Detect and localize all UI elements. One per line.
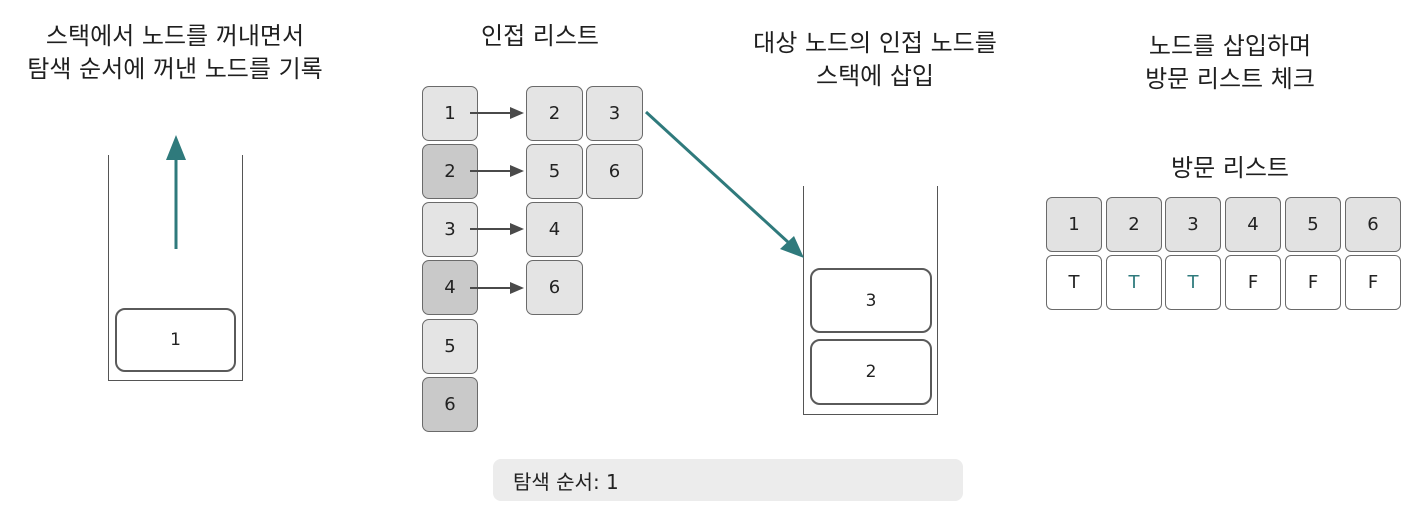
visit-node-3: 3 [1165,197,1221,252]
visit-node-1: 1 [1046,197,1102,252]
push-caption: 대상 노드의 인접 노드를 스택에 삽입 [720,27,1030,93]
neighbor-4-a: 6 [526,260,583,315]
visit-value-5: F [1285,255,1341,310]
adjacency-node-1: 1 [422,86,478,141]
push-caption-line-1: 대상 노드의 인접 노드를 [753,29,997,57]
right-stack-item-bottom: 2 [810,339,932,405]
neighbor-3-a: 4 [526,202,583,257]
neighbor-2-a: 5 [526,144,583,199]
visit-caption-line-2: 방문 리스트 체크 [1145,65,1315,93]
visit-node-6: 6 [1345,197,1401,252]
adjacency-caption-line: 인접 리스트 [480,22,600,50]
visit-node-2: 2 [1106,197,1162,252]
search-order-label: 탐색 순서: 1 [513,469,619,494]
push-caption-line-2: 스택에 삽입 [815,62,935,90]
adjacency-node-6: 6 [422,377,478,432]
visit-value-6: F [1345,255,1401,310]
visit-node-5: 5 [1285,197,1341,252]
neighbor-1-b: 3 [586,86,643,141]
pop-caption: 스택에서 노드를 꺼내면서 탐색 순서에 꺼낸 노드를 기록 [0,20,350,86]
search-order-bar: 탐색 순서: 1 [493,459,963,501]
left-stack-item: 1 [115,308,236,372]
visit-value-2: T [1106,255,1162,310]
visit-caption: 노드를 삽입하며 방문 리스트 체크 [1090,30,1370,96]
adjacency-arrow-3 [470,223,524,235]
visit-value-3: T [1165,255,1221,310]
adjacency-arrow-4 [470,282,524,294]
visit-value-1: T [1046,255,1102,310]
pop-caption-line-1: 스택에서 노드를 꺼내면서 [45,22,305,50]
adjacency-arrow-2 [470,165,524,177]
visit-list-title: 방문 리스트 [1170,154,1290,182]
adjacency-node-3: 3 [422,202,478,257]
visit-caption-line-1: 노드를 삽입하며 [1148,32,1312,60]
left-stack-container [108,155,243,381]
right-stack-container [803,186,938,415]
adjacency-node-5: 5 [422,319,478,374]
neighbor-1-a: 2 [526,86,583,141]
neighbor-2-b: 6 [586,144,643,199]
right-stack-item-top: 3 [810,268,932,333]
visit-node-4: 4 [1225,197,1281,252]
visit-value-4: F [1225,255,1281,310]
adjacency-caption: 인접 리스트 [440,20,640,53]
adjacency-arrow-1 [470,107,524,119]
pop-arrow [166,135,186,249]
push-arrow [644,110,804,258]
pop-caption-line-2: 탐색 순서에 꺼낸 노드를 기록 [27,55,323,83]
adjacency-node-4: 4 [422,260,478,315]
